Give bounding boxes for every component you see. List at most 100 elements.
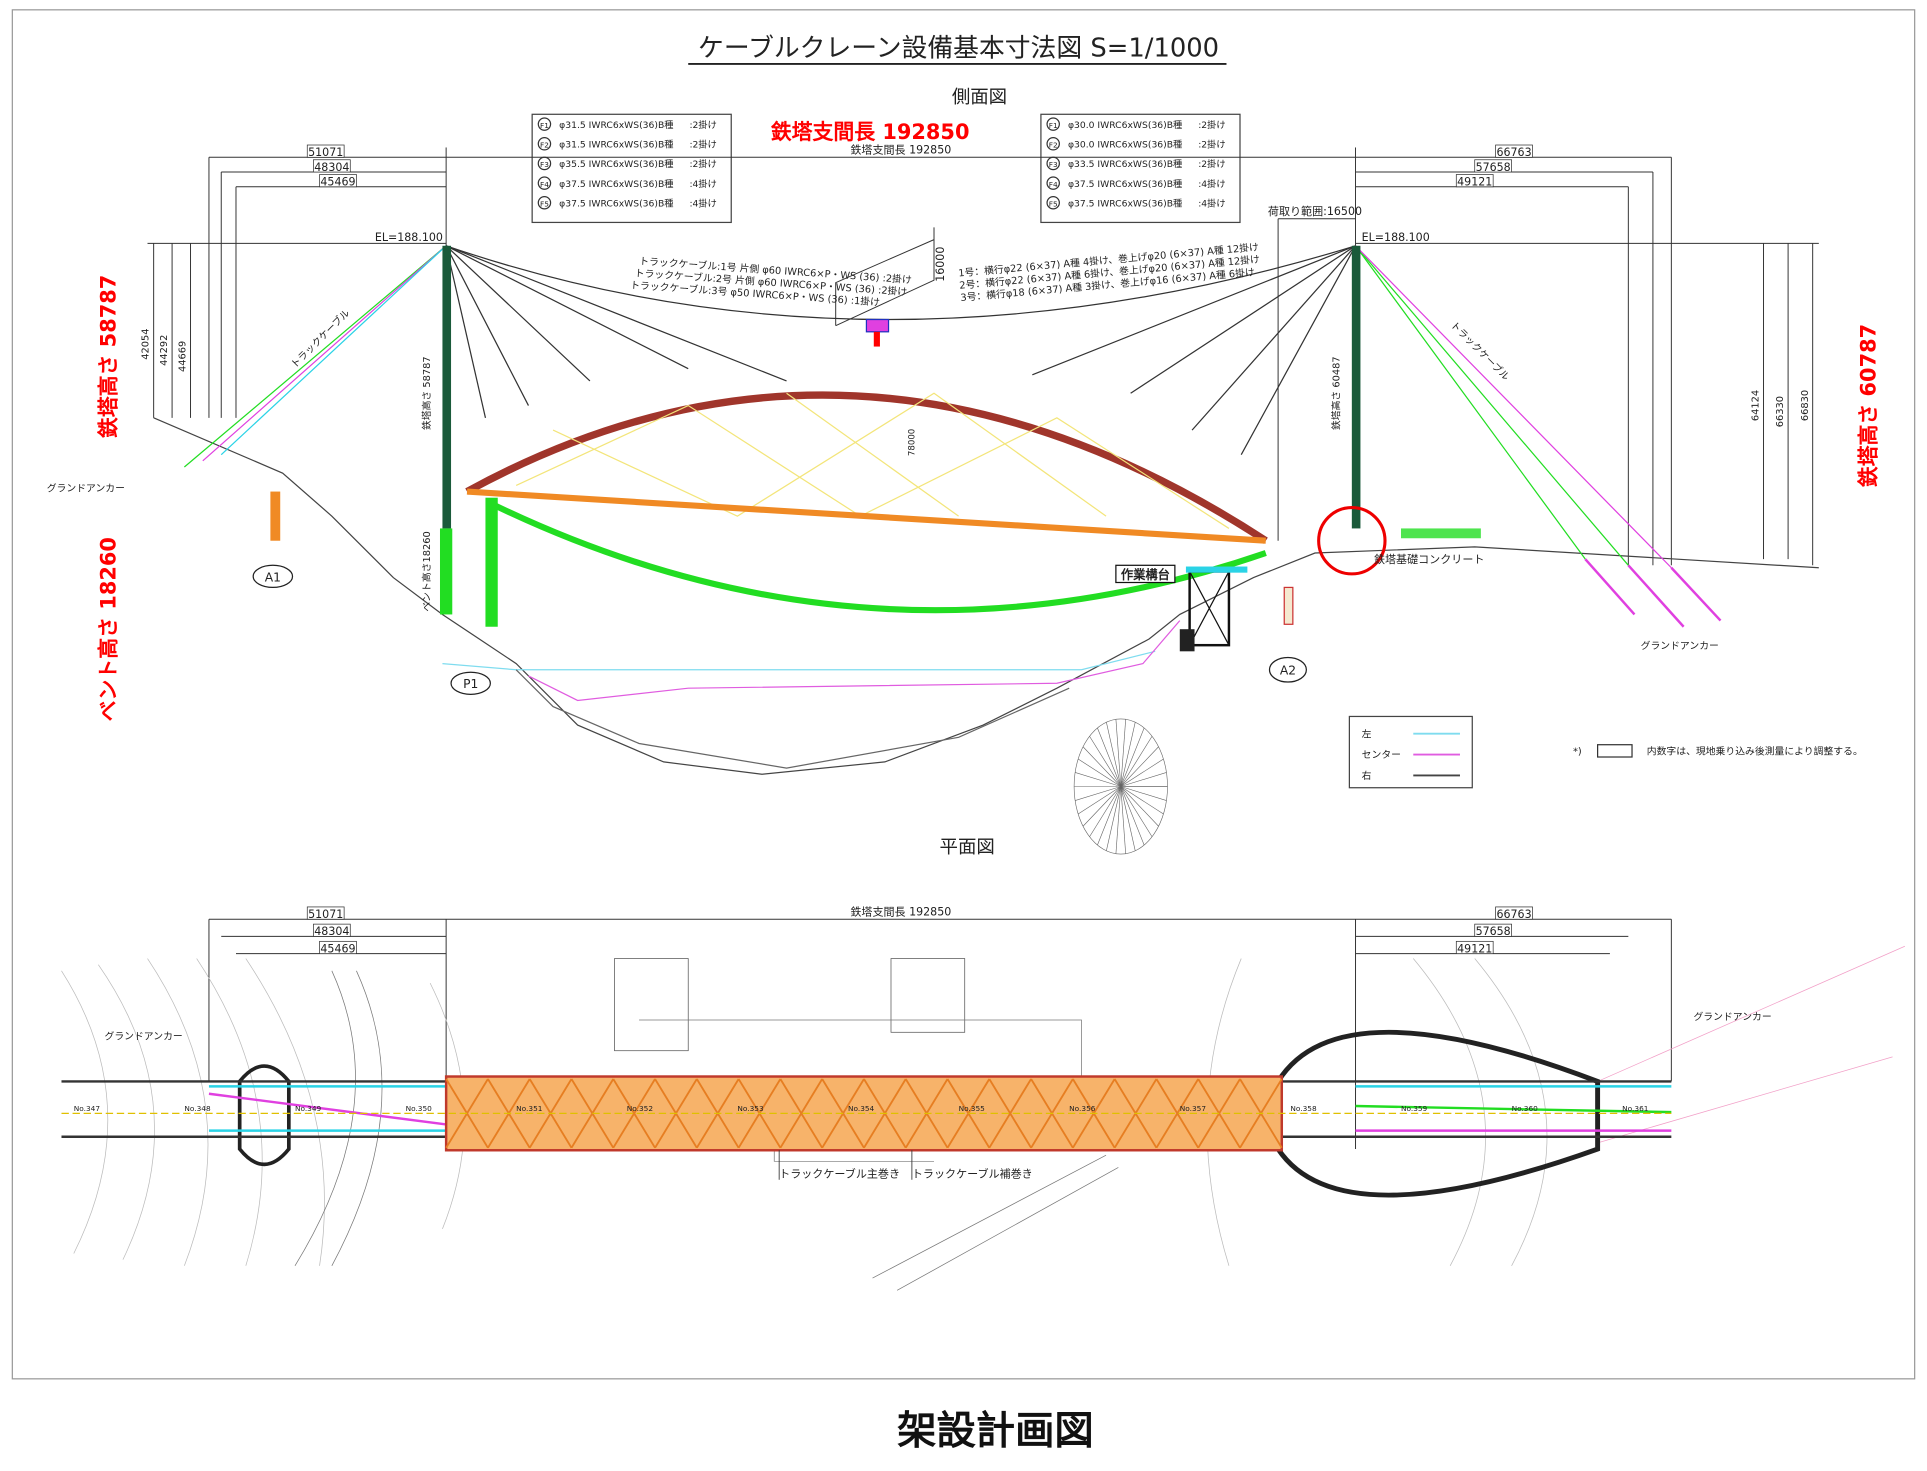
span-length-annotation: 鉄塔支間長 192850 — [771, 120, 970, 144]
svg-text:66763: 66763 — [1496, 908, 1531, 921]
sag-dimension-label: 16000 — [934, 247, 947, 282]
cable-id-badge — [1046, 196, 1060, 210]
work-platform — [1179, 566, 1294, 652]
tower-foundation-highlight — [1317, 506, 1387, 576]
svg-text:48304: 48304 — [314, 925, 349, 938]
arch-rise-label: 78000 — [907, 429, 917, 456]
cable-spec: φ30.0 IWRC6xWS(36)B種 — [1068, 120, 1182, 131]
cable-spec: φ37.5 IWRC6xWS(36)B種 — [559, 198, 673, 209]
cable-spec: φ33.5 IWRC6xWS(36)B種 — [1068, 159, 1182, 170]
cable-spec-row: F4 φ37.5 IWRC6xWS(36)B種 :4掛け — [1046, 176, 1226, 190]
abutment-a2: A2 — [1268, 656, 1307, 683]
station-label: No.350 — [406, 1104, 433, 1113]
cable-id: F3 — [1049, 160, 1058, 169]
main-winding-label: トラックケーブル主巻き — [779, 1166, 900, 1180]
svg-text:44292: 44292 — [159, 335, 170, 366]
svg-text:EL=188.100: EL=188.100 — [375, 231, 443, 244]
erection-cable — [490, 501, 1267, 614]
svg-text:49121: 49121 — [1457, 942, 1492, 955]
left-tower-height-small: 鉄塔高さ 58787 — [420, 356, 433, 430]
ground-anchor-label-right: グランドアンカー — [1641, 639, 1719, 652]
bent-p1 — [485, 497, 498, 627]
abutment-a1: A1 — [252, 564, 294, 589]
cable-count: :2掛け — [689, 138, 716, 150]
station-label: No.348 — [184, 1104, 211, 1113]
note: *) 内数字は、現地乗り込み後測量により調整する。 — [1573, 744, 1863, 758]
cable-id-badge — [537, 196, 552, 210]
side-view-label: 側面図 — [952, 87, 1007, 108]
cable-spec: φ37.5 IWRC6xWS(36)B種 — [1068, 198, 1182, 209]
station-label: No.361 — [1622, 1104, 1648, 1113]
svg-text:EL=188.100: EL=188.100 — [1362, 231, 1430, 244]
bent-height-annotation: ベント高さ 18260 — [97, 537, 121, 721]
left-tower — [439, 245, 453, 615]
left-tower-height-annotation: 鉄塔高さ 58787 — [97, 275, 121, 438]
cable-spec-row: F5 φ37.5 IWRC6xWS(36)B種 :4掛け — [1046, 196, 1226, 210]
station-label: No.360 — [1512, 1104, 1539, 1113]
cable-count: :4掛け — [1198, 178, 1225, 190]
svg-text:A1: A1 — [265, 570, 281, 584]
legend-label: センター — [1362, 749, 1401, 761]
svg-text:鉄塔支間長 192850: 鉄塔支間長 192850 — [850, 905, 951, 919]
plan-left-anchor-block — [237, 1064, 291, 1167]
station-label: No.354 — [848, 1104, 875, 1113]
girder — [466, 488, 1266, 544]
cable-id-badge — [537, 176, 552, 190]
cable-count: :2掛け — [1198, 119, 1225, 131]
station-label: No.353 — [737, 1104, 764, 1113]
arch-rib — [465, 391, 1268, 544]
station-label: No.359 — [1401, 1104, 1428, 1113]
cable-count: :2掛け — [689, 158, 716, 170]
plan-ground-anchor-left: グランドアンカー — [104, 1030, 182, 1043]
cable-count: :4掛け — [689, 178, 716, 190]
legend-label: 左 — [1362, 727, 1372, 740]
drawing-title: ケーブルクレーン設備基本寸法図 S=1/1000 — [698, 34, 1219, 64]
station-label: No.352 — [627, 1104, 653, 1113]
cable-id: F4 — [1049, 180, 1058, 189]
cable-id-badge — [537, 117, 552, 131]
cable-count: :4掛け — [689, 197, 716, 209]
cable-spec: φ37.5 IWRC6xWS(36)B種 — [559, 179, 673, 190]
cable-spec-row: F3 φ33.5 IWRC6xWS(36)B種 :2掛け — [1046, 156, 1226, 171]
svg-text:66830: 66830 — [1800, 390, 1811, 421]
cable-id: F5 — [1049, 199, 1058, 208]
a1-abutment-body — [270, 491, 281, 541]
cable-spec: φ31.5 IWRC6xWS(36)B種 — [559, 139, 673, 150]
cable-spec: φ31.5 IWRC6xWS(36)B種 — [559, 120, 673, 131]
bent-height-small: ベント高さ18260 — [420, 531, 433, 611]
svg-text:鉄塔支間長 192850: 鉄塔支間長 192850 — [850, 143, 951, 157]
legend-label: 右 — [1362, 769, 1372, 782]
svg-text:64124: 64124 — [1751, 390, 1762, 421]
svg-text:51071: 51071 — [308, 908, 343, 921]
cable-id-badge — [1046, 117, 1060, 131]
cable-id: F1 — [1049, 121, 1058, 130]
svg-text:P1: P1 — [463, 677, 478, 691]
side-dimension-labels: 51071 48304 45469 66763 57658 49121 鉄塔支間… — [141, 143, 1811, 428]
cable-count: :4掛け — [1198, 197, 1225, 209]
station-label: No.347 — [74, 1104, 101, 1113]
svg-text:A2: A2 — [1280, 664, 1296, 678]
svg-text:57658: 57658 — [1476, 925, 1511, 938]
station-label: No.356 — [1069, 1104, 1096, 1113]
plan-right-anchor-block — [1275, 1029, 1601, 1198]
cable-spec: φ37.5 IWRC6xWS(36)B種 — [1068, 179, 1182, 190]
right-tower-height-annotation: 鉄塔高さ 60787 — [1856, 324, 1880, 487]
tower-stay-cables-left — [183, 245, 787, 468]
station-label: No.349 — [295, 1104, 322, 1113]
plan-ground-anchor-right: グランドアンカー — [1693, 1010, 1771, 1023]
plan-contours — [61, 945, 1905, 1291]
hook — [873, 331, 880, 347]
pier-p1: P1 — [450, 671, 491, 695]
work-platform-label: 作業構台 — [1121, 567, 1170, 582]
svg-text:57658: 57658 — [1476, 161, 1511, 174]
track-cable-spec: トラックケーブル:1号 片側 φ60 IWRC6×P・WS (36) :2掛け … — [630, 254, 913, 308]
plan-view-label: 平面図 — [940, 837, 995, 858]
cable-count: :2掛け — [1198, 158, 1225, 170]
